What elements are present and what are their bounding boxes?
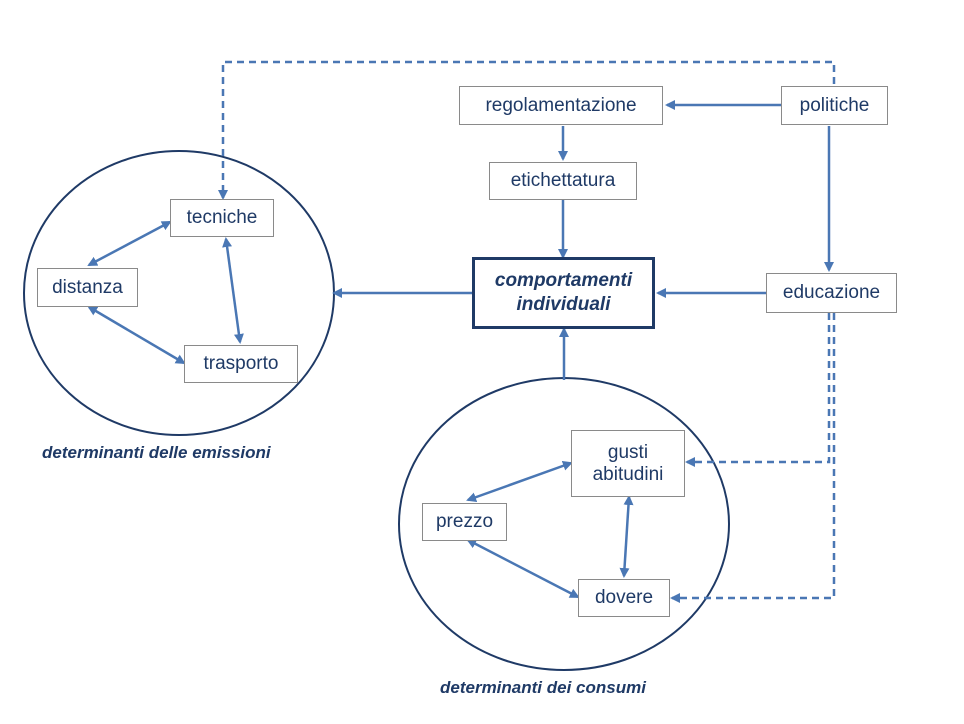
node-comportamenti-individuali: comportamenti individuali	[472, 257, 655, 329]
arrow-tecniche-distanza	[87, 220, 172, 267]
node-tecniche: tecniche	[170, 199, 274, 237]
comportamenti-line1: comportamenti	[494, 270, 633, 291]
node-dovere: dovere	[578, 579, 670, 617]
node-prezzo: prezzo	[422, 503, 507, 541]
dashed-arrow-educazione-gusti	[685, 313, 831, 467]
node-distanza: distanza	[37, 268, 138, 307]
dashed-arrow-politiche-tecniche	[218, 60, 836, 200]
arrow-gusti-dovere	[619, 495, 634, 578]
arrow-gusti-prezzo	[466, 460, 573, 503]
arrow-tecniche-trasporto	[222, 237, 244, 344]
node-trasporto: trasporto	[184, 345, 298, 383]
gusti-line1: gusti	[607, 441, 649, 463]
node-etichettatura: etichettatura	[489, 162, 637, 200]
gusti-line2: abitudini	[592, 463, 664, 485]
node-gusti-abitudini: gusti abitudini	[571, 430, 685, 497]
arrow-distanza-trasporto	[87, 305, 186, 365]
arrow-prezzo-dovere	[466, 538, 580, 599]
node-politiche: politiche	[781, 86, 888, 125]
node-regolamentazione: regolamentazione	[459, 86, 663, 125]
dashed-arrow-educazione-dovere	[670, 313, 836, 603]
node-educazione: educazione	[766, 273, 897, 313]
caption-determinanti-emissioni: determinanti delle emissioni	[42, 443, 271, 462]
caption-determinanti-consumi: determinanti dei consumi	[440, 678, 646, 697]
comportamenti-line2: individuali	[516, 294, 611, 315]
